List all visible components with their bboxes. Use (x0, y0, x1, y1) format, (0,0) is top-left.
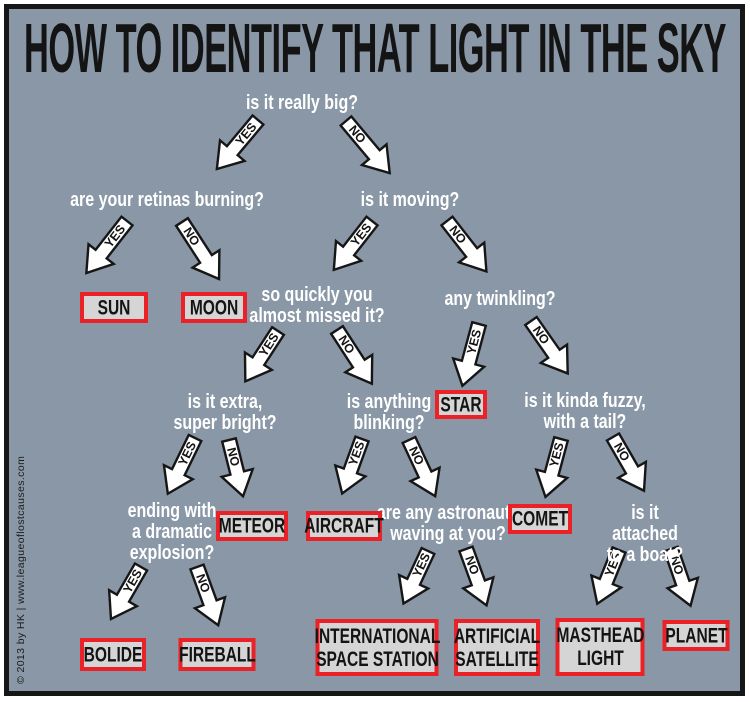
arrow-shape (605, 431, 648, 493)
arrow-shape (219, 436, 255, 499)
arrow-shape (215, 113, 266, 171)
arrow-shape (243, 325, 286, 384)
no-arrow-label: NO (193, 572, 213, 595)
yes-arrow-q-fuzzy: YES (534, 435, 570, 500)
yes-arrow-q-retinas: YES (85, 215, 135, 275)
arrow-shape (457, 545, 496, 608)
no-arrow-q-big: NO (338, 114, 392, 175)
question-is-it-really-big: is it really big? (245, 92, 359, 114)
no-arrow-q-boat: NO (662, 545, 700, 608)
arrow-shape (162, 433, 203, 496)
yes-arrow-q-twinkling: YES (451, 320, 488, 388)
yes-arrow-q-bright: YES (162, 433, 203, 496)
no-arrow-q-twinkling: NO (523, 315, 569, 376)
question-anything-blinking: is anything blinking? (346, 391, 432, 434)
answer-label-planet: PLANET (664, 624, 728, 647)
yes-arrow-q-quickly: YES (243, 325, 286, 384)
question-is-it-moving: is it moving? (360, 189, 460, 211)
no-arrow-label: NO (667, 554, 686, 577)
yes-arrow-q-boat: YES (589, 545, 628, 606)
answer-box-bolide: BOLIDE (80, 638, 146, 671)
arrow-shape (451, 320, 488, 388)
arrow-shape (397, 546, 436, 606)
answer-label-aircraft: AIRCRAFT (304, 514, 384, 538)
answer-box-star: STAR (435, 390, 487, 419)
arrow-shape (338, 114, 392, 175)
arrow-shape (523, 315, 569, 376)
question-so-quickly: so quickly you almost missed it? (249, 284, 385, 327)
answer-label-star: STAR (440, 393, 482, 416)
arrow-shape (174, 216, 221, 281)
no-arrow-q-explosion: NO (188, 563, 227, 628)
title-banner: HOW TO IDENTIFY THAT LIGHT IN THE SKY (24, 9, 727, 87)
answer-label-artificial-satellite: ARTIFICIAL SATELLITE (453, 624, 541, 671)
answer-label-comet: COMET (511, 507, 569, 531)
arrow-shape (188, 563, 227, 628)
question-astronauts-waving: are any astronauts waving at you? (376, 502, 520, 545)
answer-label-international-space-station: INTERNATIONAL SPACE STATION (314, 624, 440, 671)
arrow-shape (589, 545, 628, 606)
question-extra-super-bright: is it extra, super bright? (173, 391, 277, 434)
no-arrow-label: NO (462, 554, 482, 577)
yes-arrow-q-moving: YES (332, 215, 380, 272)
arrow-shape (534, 435, 570, 500)
answer-box-planet: PLANET (662, 620, 730, 651)
arrow-shape (329, 324, 374, 386)
yes-arrow-q-big: YES (215, 113, 266, 171)
arrow-shape (332, 215, 380, 272)
arrow-shape (439, 215, 488, 274)
page-title: HOW TO IDENTIFY THAT LIGHT IN THE SKY (24, 9, 726, 87)
answer-box-comet: COMET (508, 504, 572, 534)
arrow-shape (662, 545, 700, 608)
answer-box-meteor: METEOR (216, 511, 288, 541)
yes-arrow-q-astronauts: YES (397, 546, 436, 606)
arrow-shape (107, 561, 149, 621)
answer-label-fireball: FIREBALL (178, 643, 256, 666)
question-attached-to-boat: is it attached to a boat? (606, 502, 684, 566)
answer-box-aircraft: AIRCRAFT (304, 511, 384, 541)
answer-box-fireball: FIREBALL (178, 638, 256, 671)
question-kinda-fuzzy-tail: is it kinda fuzzy, with a tail? (524, 390, 646, 433)
answer-box-artificial-satellite: ARTIFICIAL SATELLITE (454, 619, 540, 676)
no-arrow-q-astronauts: NO (457, 545, 496, 608)
no-arrow-q-blinking: NO (401, 435, 442, 499)
no-arrow-q-moving: NO (439, 215, 488, 274)
answer-label-moon: MOON (189, 296, 239, 319)
answer-label-masthead-light: MASTHEAD LIGHT (555, 624, 645, 670)
answer-label-bolide: BOLIDE (83, 643, 143, 666)
question-retinas-burning: are your retinas burning? (70, 189, 264, 211)
answer-label-meteor: METEOR (218, 514, 286, 538)
question-dramatic-explosion: ending with a dramatic explosion? (127, 500, 217, 564)
arrow-shape (401, 435, 442, 499)
answer-box-sun: SUN (80, 292, 148, 323)
answer-box-international-space-station: INTERNATIONAL SPACE STATION (314, 619, 440, 676)
answer-box-masthead-light: MASTHEAD LIGHT (555, 618, 645, 676)
no-arrow-q-quickly: NO (329, 324, 374, 386)
no-arrow-q-bright: NO (219, 436, 255, 499)
question-any-twinkling: any twinkling? (444, 288, 556, 310)
yes-arrow-label: YES (464, 328, 484, 356)
answer-label-sun: SUN (97, 296, 131, 319)
yes-arrow-q-blinking: YES (333, 435, 371, 496)
yes-arrow-label: YES (547, 441, 567, 469)
credit-text: © 2013 by HK | www.leagueoflostcauses.co… (15, 455, 27, 684)
arrow-shape (333, 435, 371, 496)
no-arrow-q-fuzzy: NO (605, 431, 648, 493)
no-arrow-label: NO (224, 446, 242, 468)
answer-box-moon: MOON (181, 292, 247, 323)
arrow-shape (85, 215, 135, 275)
yes-arrow-q-explosion: YES (107, 561, 149, 621)
no-arrow-q-retinas: NO (174, 216, 221, 281)
